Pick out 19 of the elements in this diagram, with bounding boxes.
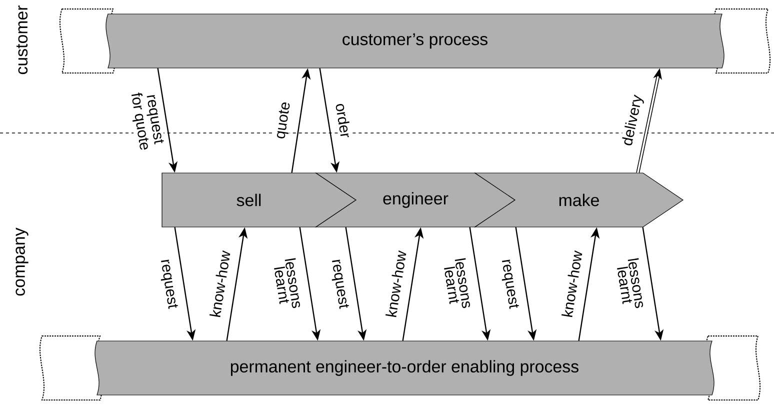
process-bar: permanent engineer-to-order enabling process (94, 340, 714, 396)
edge-label: request for quote (126, 82, 167, 158)
lane-label: customer (15, 4, 29, 76)
lane-label: company (14, 226, 30, 298)
edge-label: lessons learnt (440, 246, 476, 322)
edge-label: request (155, 247, 181, 321)
edge-label: order (331, 84, 356, 158)
edge-label: quote (271, 84, 297, 158)
edge-label: lessons learnt (270, 246, 306, 322)
edge-label: know-how (560, 247, 584, 321)
edge-label: lessons learnt (613, 246, 649, 322)
edge-label: know-how (384, 247, 408, 321)
edge-label: request (326, 247, 352, 321)
process-step: engineer (315, 172, 516, 228)
process-bar: customer’s process (106, 14, 724, 68)
edge-label: request (496, 247, 522, 321)
edge-label: know-how (208, 247, 232, 321)
process-step: make (474, 172, 684, 228)
edge-label: delivery (618, 84, 648, 158)
